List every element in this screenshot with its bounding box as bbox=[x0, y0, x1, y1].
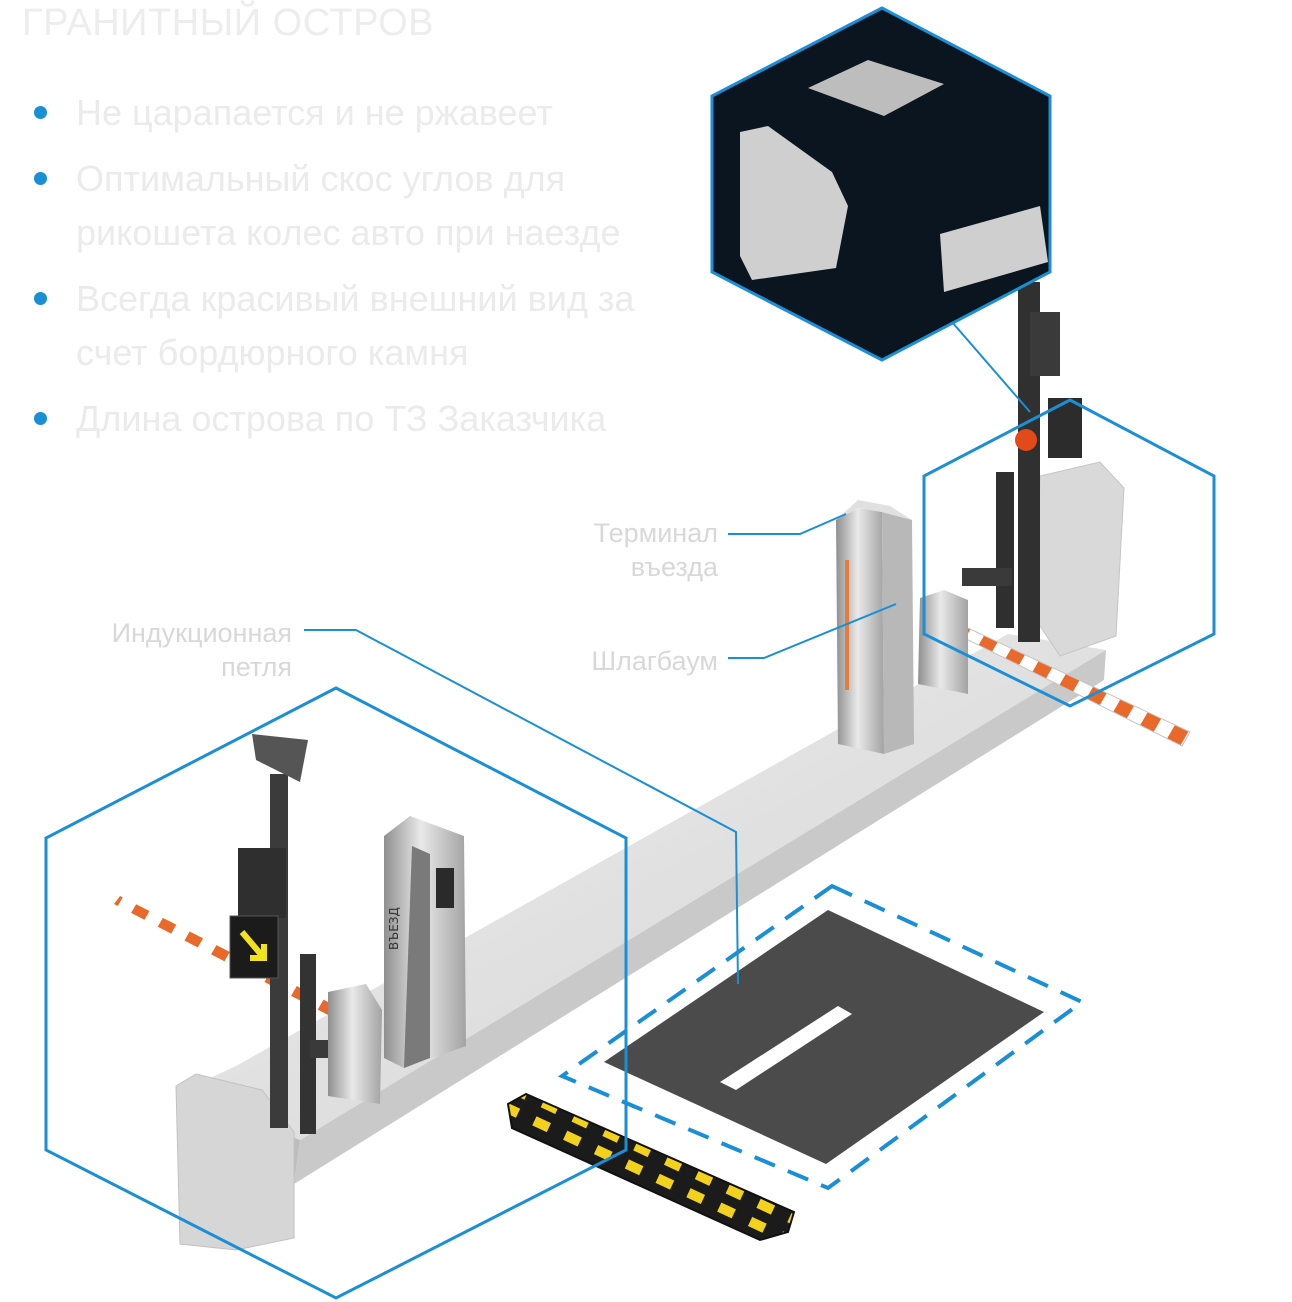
granite-block-near bbox=[175, 1073, 295, 1251]
yellow-arrow-icon bbox=[239, 930, 267, 961]
near-barrier-post bbox=[300, 954, 316, 1134]
inset-connector-line bbox=[951, 321, 1031, 413]
callout-loop: Индукционная петля bbox=[60, 616, 292, 684]
terminal-near-face bbox=[404, 846, 430, 1068]
red-signal-light bbox=[1015, 429, 1037, 451]
speed-bump bbox=[506, 1092, 796, 1242]
entry-terminal-far bbox=[836, 500, 968, 754]
far-barrier-post bbox=[996, 472, 1014, 628]
callout-barrier-text: Шлагбаум bbox=[591, 646, 718, 676]
terminal-far-side bbox=[882, 512, 914, 754]
induction-loop-area bbox=[557, 883, 1086, 1191]
feature-list: Не царапается и не ржавеет Оптимальный с… bbox=[30, 86, 710, 458]
lane-marking bbox=[720, 1006, 852, 1090]
feature-text: Оптимальный скос углов для рикошета коле… bbox=[76, 158, 621, 253]
near-bracket bbox=[238, 848, 286, 918]
page-title: ГРАНИТНЫЙ ОСТРОВ bbox=[22, 2, 435, 44]
bullet-dot-icon bbox=[34, 106, 47, 119]
inset-granite-block-2 bbox=[940, 206, 1048, 292]
callout-loop-text: Индукционная петля bbox=[111, 618, 292, 682]
bullet-dot-icon bbox=[34, 292, 47, 305]
near-camera bbox=[252, 734, 308, 782]
feature-text: Всегда красивый внешний вид за счет борд… bbox=[76, 278, 635, 373]
far-barrier-hexagon bbox=[922, 398, 1216, 708]
terminal-screen bbox=[436, 868, 454, 908]
terminal-far-top bbox=[836, 500, 912, 520]
feature-text: Длина острова по ТЗ Заказчика bbox=[76, 398, 607, 439]
asphalt-patch bbox=[604, 910, 1044, 1164]
far-camera-box bbox=[1030, 312, 1060, 376]
far-barrier bbox=[926, 282, 1191, 747]
barrier-leader-line bbox=[728, 603, 897, 659]
feature-item: Оптимальный скос углов для рикошета коле… bbox=[30, 152, 710, 260]
granite-inset bbox=[710, 6, 1052, 413]
callout-barrier: Шлагбаум bbox=[560, 644, 718, 678]
loop-leader-line bbox=[304, 629, 739, 985]
terminal-leader-line bbox=[728, 513, 847, 535]
feature-item: Не царапается и не ржавеет bbox=[30, 86, 710, 140]
tactile-tile bbox=[808, 60, 944, 116]
near-equipment: ВЪЕЗД bbox=[114, 734, 466, 1134]
terminal-label: ВЪЕЗД bbox=[387, 907, 401, 950]
granite-block-far bbox=[1035, 461, 1125, 657]
near-equipment-hexagon bbox=[44, 686, 628, 1300]
feature-text: Не царапается и не ржавеет bbox=[76, 92, 553, 133]
bullet-dot-icon bbox=[34, 172, 47, 185]
island-side bbox=[294, 650, 1106, 1184]
callout-terminal-text: Терминал въезда bbox=[593, 518, 718, 582]
feature-item: Всегда красивый внешний вид за счет борд… bbox=[30, 272, 710, 380]
callout-terminal: Терминал въезда bbox=[560, 516, 718, 584]
far-barrier-arm-mount bbox=[962, 568, 1012, 586]
terminal-far-front bbox=[836, 508, 884, 754]
inset-granite-block-1 bbox=[740, 126, 848, 280]
bullet-dot-icon bbox=[34, 412, 47, 425]
loop-dashed-outline bbox=[557, 883, 1086, 1191]
far-signal-box bbox=[1048, 398, 1082, 458]
near-barrier-housing bbox=[328, 984, 382, 1104]
feature-item: Длина острова по ТЗ Заказчика bbox=[30, 392, 710, 446]
